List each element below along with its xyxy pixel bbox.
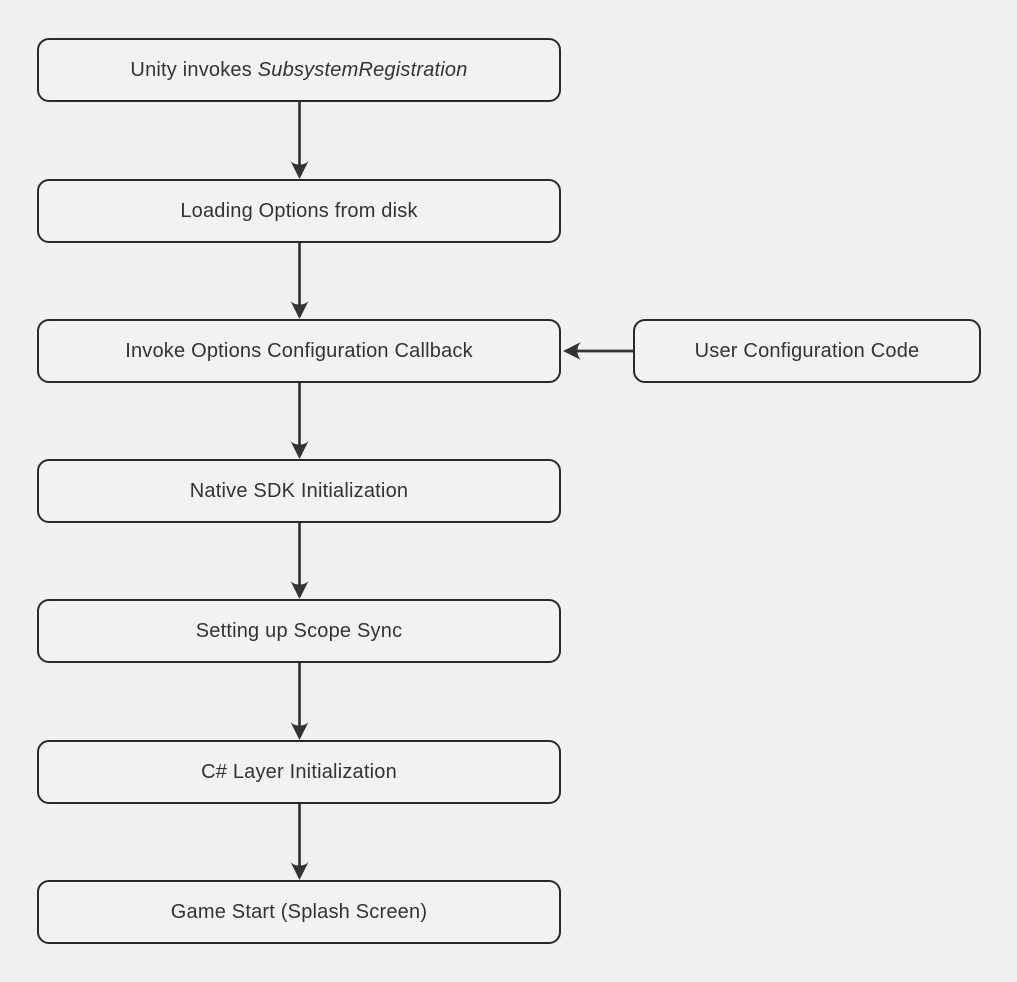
node-label: Game Start (Splash Screen) <box>170 900 428 923</box>
node-user-configuration-code: User Configuration Code <box>633 319 981 383</box>
node-label: Native SDK Initialization <box>189 479 409 502</box>
node-game-start-splash-screen: Game Start (Splash Screen) <box>37 880 561 944</box>
node-label: Invoke Options Configuration Callback <box>125 339 473 362</box>
node-label: Loading Options from disk <box>180 199 418 222</box>
node-setting-up-scope-sync: Setting up Scope Sync <box>37 599 561 663</box>
node-label: User Configuration Code <box>694 339 920 362</box>
node-native-sdk-initialization: Native SDK Initialization <box>37 459 561 523</box>
node-label-emphasis: SubsystemRegistration <box>257 58 468 81</box>
node-csharp-layer-initialization: C# Layer Initialization <box>37 740 561 804</box>
node-label: C# Layer Initialization <box>201 760 397 783</box>
node-loading-options-from-disk: Loading Options from disk <box>37 179 561 243</box>
node-invoke-options-configuration-callback: Invoke Options Configuration Callback <box>37 319 561 383</box>
node-label: Unity invokes <box>130 58 258 81</box>
node-label: Setting up Scope Sync <box>195 619 403 642</box>
node-unity-invokes-subsystemregistration: Unity invokes SubsystemRegistration <box>37 38 561 102</box>
